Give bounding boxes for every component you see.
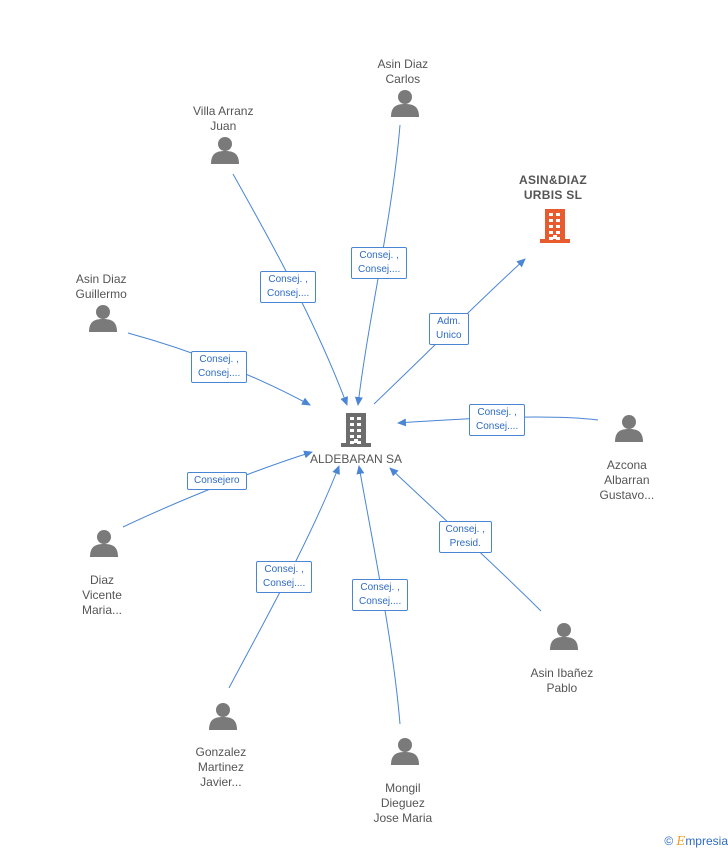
- label-line: ALDEBARAN SA: [310, 452, 403, 466]
- role-text: Adm.: [437, 316, 461, 327]
- label-line: Dieguez: [380, 796, 425, 810]
- label-line: Maria...: [82, 603, 123, 617]
- role-tag-asin-ibanez-pablo[interactable]: Consej. , Presid.: [438, 521, 492, 553]
- role-text: Consej. ,: [477, 407, 517, 418]
- role-tag-mongil-dieguez-jose-maria[interactable]: Consej. , Consej....: [352, 579, 409, 611]
- role-text: Consej....: [359, 596, 402, 607]
- role-text: Consej. ,: [360, 582, 400, 593]
- label-line: Juan: [210, 119, 237, 133]
- person-icon: [211, 137, 239, 164]
- person-icon: [391, 738, 419, 765]
- label-line: Asin Ibañez: [530, 666, 594, 680]
- role-tag-azcona-albarran-gustavo[interactable]: Consej. , Consej....: [469, 404, 526, 436]
- building-icon: [540, 209, 570, 243]
- person-icon: [89, 305, 117, 332]
- role-tag-gonzalez-martinez-javier[interactable]: Consej. , Consej....: [256, 561, 313, 593]
- label-line: Villa Arranz: [193, 104, 254, 118]
- role-text: Consej....: [267, 288, 310, 299]
- role-text: Consej. ,: [268, 274, 308, 285]
- role-tag-asin-diaz-carlos[interactable]: Consej. , Consej....: [351, 247, 408, 279]
- role-text: Presid.: [449, 538, 481, 549]
- label-line: Javier...: [200, 775, 242, 789]
- brand-logo: © Empresia: [664, 834, 728, 848]
- building-icon: [341, 413, 371, 447]
- role-text: Consej....: [263, 578, 306, 589]
- person-icon: [209, 703, 237, 730]
- role-text: Consej. ,: [199, 354, 239, 365]
- role-tag-asin-diaz-guillermo[interactable]: Consej. , Consej....: [191, 351, 248, 383]
- label-line: ASIN&DIAZ: [519, 173, 588, 187]
- role-text: Consej....: [476, 421, 519, 432]
- label-line: Vicente: [82, 588, 122, 602]
- person-icon: [615, 415, 643, 442]
- label-line: URBIS SL: [523, 188, 583, 202]
- role-tag-diaz-vicente-maria[interactable]: Consejero: [187, 472, 247, 490]
- label-line: Azcona: [606, 458, 647, 472]
- role-tag-company[interactable]: Adm. Unico: [429, 313, 469, 345]
- label-line: Diaz: [90, 573, 115, 587]
- role-text: Consej. ,: [359, 250, 399, 261]
- person-icon: [90, 530, 118, 557]
- label-line: Carlos: [385, 72, 421, 86]
- person-icon: [550, 623, 578, 650]
- person-icon: [391, 90, 419, 117]
- role-text: Consej....: [198, 368, 241, 379]
- role-text: Consej....: [358, 264, 401, 275]
- label-line: Jose Maria: [373, 811, 433, 825]
- role-tag-villa-arranz-juan[interactable]: Consej. , Consej....: [260, 271, 317, 303]
- label-line: Mongil: [385, 781, 421, 795]
- label-line: Asin Diaz: [377, 57, 429, 71]
- role-text: Consej. ,: [264, 564, 304, 575]
- role-text: Consejero: [194, 475, 240, 486]
- label-line: Albarran: [604, 473, 650, 487]
- label-line: Gustavo...: [599, 488, 655, 502]
- label-line: Guillermo: [75, 287, 127, 301]
- label-line: Pablo: [546, 681, 578, 695]
- label-line: Martinez: [197, 760, 244, 774]
- role-text: Consej. ,: [445, 524, 485, 535]
- label-line: Gonzalez: [195, 745, 247, 759]
- role-text: Unico: [436, 330, 462, 341]
- label-line: Asin Diaz: [75, 272, 127, 286]
- center-company-label[interactable]: ALDEBARAN SA: [310, 452, 402, 467]
